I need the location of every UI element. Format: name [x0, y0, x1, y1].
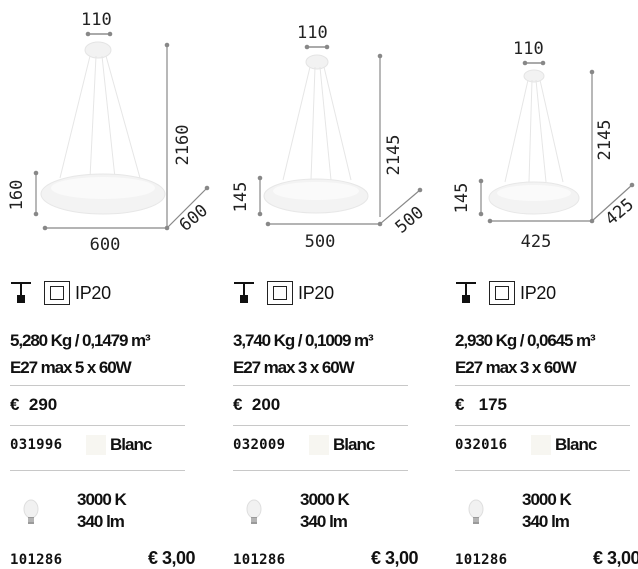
bulb-temperature: 3000 K — [300, 490, 350, 509]
divider — [10, 385, 185, 386]
color-name: Blanc — [110, 435, 152, 454]
product-column-3: 110 2145 145 425 425 IP20 2,930 Kg / 0,0… — [445, 0, 638, 569]
pendant-lamp-drawing: 110 2145 145 425 425 — [452, 39, 638, 252]
divider — [233, 425, 408, 426]
ip-rating-label: IP20 — [298, 282, 334, 303]
height-label: 2145 — [595, 120, 615, 161]
ip-rating-icon — [489, 281, 515, 305]
lamp-spec: E27 max 5 x 60W — [10, 358, 132, 377]
price: € 200 — [233, 395, 281, 414]
article-row: 031996 Blanc — [10, 435, 190, 455]
depth-label: 500 — [392, 203, 428, 238]
bulb-price: € 3,00 — [592, 548, 638, 568]
weight-volume: 2,930 Kg / 0,0645 m³ — [455, 331, 596, 350]
icons-row: IP20 — [10, 278, 111, 308]
weight-volume: 3,740 Kg / 0,1009 m³ — [233, 331, 374, 350]
bulb-price: € 3,00 — [370, 548, 419, 568]
ip-rating-icon — [267, 281, 293, 305]
bulb-icon — [23, 499, 39, 524]
bulb-lumen: 340 lm — [77, 512, 125, 531]
pendant-lamp-drawing: 110 2145 145 500 500 — [231, 23, 428, 252]
article-code: 032009 — [233, 437, 286, 453]
article-code: 032016 — [455, 437, 508, 453]
bulb-temperature: 3000 K — [77, 490, 127, 509]
bulb-info: 3000 K 340 lm — [522, 489, 572, 533]
divider — [10, 425, 185, 426]
bulb-code: 101286 — [233, 552, 286, 568]
article-row: 032009 Blanc — [233, 435, 413, 455]
bulb-info: 3000 K 340 lm — [300, 489, 350, 533]
bulb-icon — [468, 499, 484, 524]
color-swatch — [309, 435, 329, 455]
top-width-label: 110 — [513, 39, 544, 59]
price: € 290 — [10, 395, 58, 414]
height-label: 2160 — [173, 125, 193, 166]
depth-label: 600 — [176, 201, 212, 236]
lamp-spec: E27 max 3 x 60W — [455, 358, 577, 377]
bulb-code: 101286 — [455, 552, 508, 568]
divider — [455, 385, 630, 386]
color-swatch — [531, 435, 551, 455]
ip-rating-icon — [44, 281, 70, 305]
divider — [455, 425, 630, 426]
icons-row: IP20 — [233, 278, 334, 308]
height-label: 2145 — [384, 135, 404, 176]
top-width-label: 110 — [81, 10, 112, 30]
shade-height-label: 145 — [452, 183, 472, 214]
divider — [233, 470, 408, 471]
color-name: Blanc — [333, 435, 375, 454]
product-column-1: 110 2160 160 600 600 IP20 5,280 Kg / — [0, 0, 212, 569]
divider — [455, 470, 630, 471]
shade-height-label: 160 — [7, 180, 27, 211]
divider — [10, 470, 185, 471]
pendant-mount-icon — [11, 282, 31, 303]
shade-height-label: 145 — [231, 182, 251, 213]
color-swatch — [86, 435, 106, 455]
bulb-price: € 3,00 — [147, 548, 196, 568]
bulb-lumen: 340 lm — [522, 512, 570, 531]
product-column-2: 110 2145 145 500 500 IP20 3,740 Kg / 0,1… — [223, 0, 428, 569]
weight-volume: 5,280 Kg / 0,1479 m³ — [10, 331, 151, 350]
bulb-order-row: 101286 € 3,00 — [455, 548, 638, 569]
color-name: Blanc — [555, 435, 597, 454]
price: € 175 — [455, 395, 507, 414]
width-label: 425 — [521, 232, 552, 252]
icons-row: IP20 — [455, 278, 556, 308]
bulb-info: 3000 K 340 lm — [77, 489, 127, 533]
bulb-icon — [246, 499, 262, 524]
divider — [233, 385, 408, 386]
ip-rating-label: IP20 — [75, 282, 111, 303]
pendant-lamp-drawing: 110 2160 160 600 600 — [7, 10, 212, 255]
article-row: 032016 Blanc — [455, 435, 635, 455]
pendant-mount-icon — [234, 282, 254, 303]
lamp-spec: E27 max 3 x 60W — [233, 358, 355, 377]
bulb-order-row: 101286 € 3,00 — [10, 548, 196, 569]
ip-rating-label: IP20 — [520, 282, 556, 303]
width-label: 600 — [90, 235, 121, 255]
width-label: 500 — [305, 232, 336, 252]
top-width-label: 110 — [297, 23, 328, 43]
bulb-order-row: 101286 € 3,00 — [233, 548, 419, 569]
bulb-temperature: 3000 K — [522, 490, 572, 509]
pendant-mount-icon — [456, 282, 476, 303]
article-code: 031996 — [10, 437, 63, 453]
bulb-code: 101286 — [10, 552, 63, 568]
depth-label: 425 — [602, 195, 638, 230]
bulb-lumen: 340 lm — [300, 512, 348, 531]
